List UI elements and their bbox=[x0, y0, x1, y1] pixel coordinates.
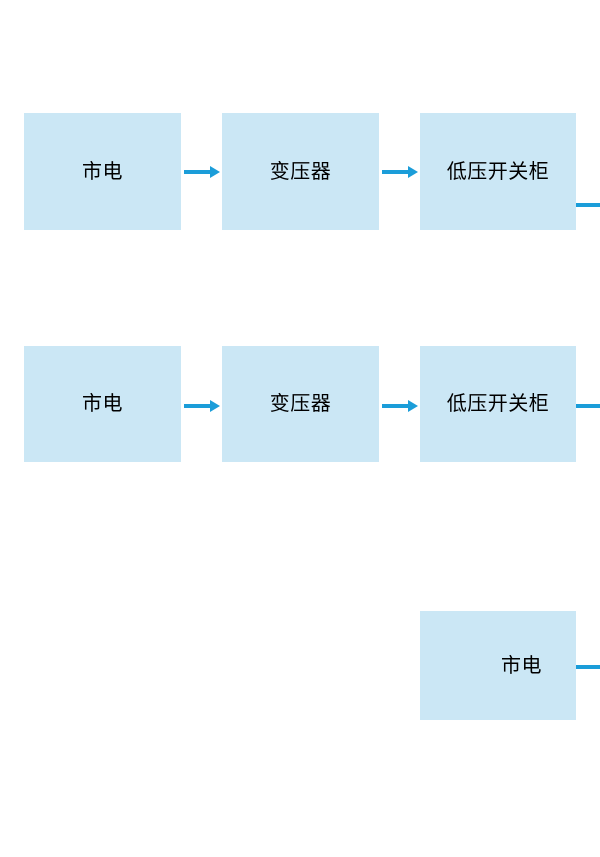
flow-arrow-icon bbox=[184, 400, 220, 412]
process-node-label: 市电 bbox=[82, 160, 123, 183]
process-node[interactable]: 市电 bbox=[24, 113, 181, 230]
flow-arrow-head bbox=[408, 166, 418, 178]
process-node-label: 市电 bbox=[501, 654, 542, 677]
flow-arrow-shaft bbox=[382, 404, 408, 408]
flow-arrow-head bbox=[210, 400, 220, 412]
process-node[interactable]: 低压开关柜 bbox=[420, 346, 576, 462]
process-node[interactable]: 低压开关柜 bbox=[420, 113, 576, 230]
process-node-label: 市电 bbox=[82, 393, 123, 415]
process-node[interactable]: 市电 bbox=[420, 611, 576, 720]
flow-arrow-icon bbox=[382, 400, 418, 412]
flow-arrow-shaft bbox=[382, 170, 408, 174]
process-node[interactable]: 变压器 bbox=[222, 346, 379, 462]
process-node-label: 低压开关柜 bbox=[446, 393, 550, 415]
output-connector-line bbox=[576, 404, 600, 408]
output-connector-line bbox=[576, 203, 600, 207]
flow-arrow-shaft bbox=[184, 170, 210, 174]
process-node-label: 变压器 bbox=[269, 160, 332, 183]
output-connector-line bbox=[576, 665, 600, 669]
flow-arrow-icon bbox=[184, 166, 220, 178]
flow-arrow-head bbox=[408, 400, 418, 412]
flow-arrow-shaft bbox=[184, 404, 210, 408]
process-node[interactable]: 变压器 bbox=[222, 113, 379, 230]
flow-arrow-head bbox=[210, 166, 220, 178]
flow-arrow-icon bbox=[382, 166, 418, 178]
process-node-label: 低压开关柜 bbox=[446, 160, 550, 183]
process-node[interactable]: 市电 bbox=[24, 346, 181, 462]
process-node-label: 变压器 bbox=[269, 393, 332, 415]
